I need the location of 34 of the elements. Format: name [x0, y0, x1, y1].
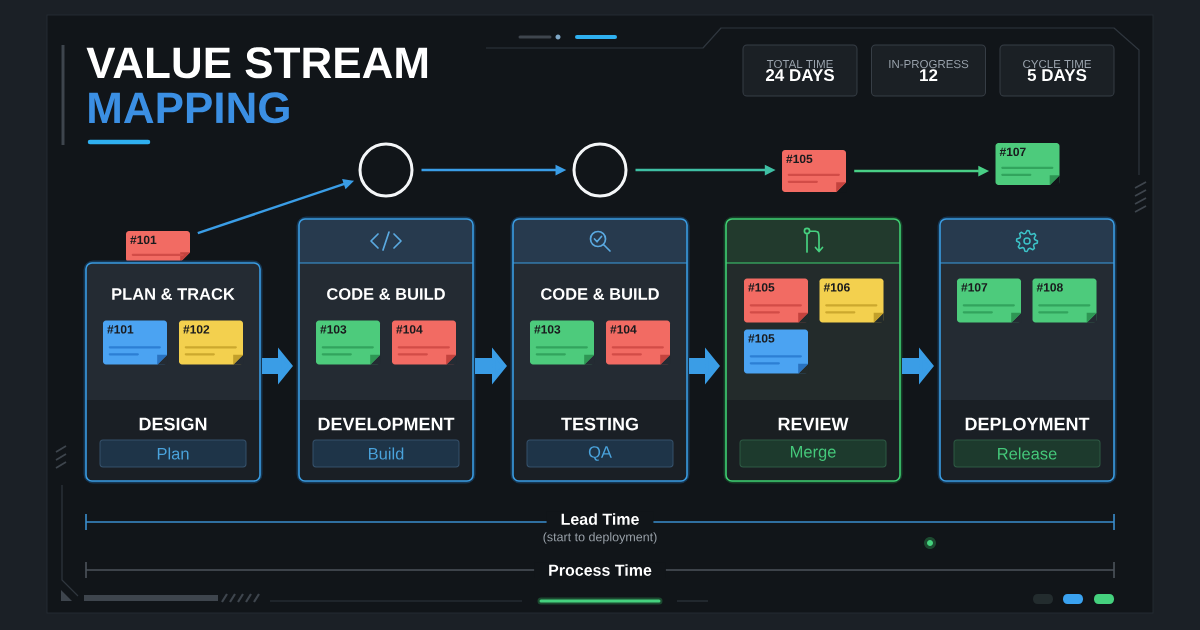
sticky-note: #104 — [392, 320, 457, 365]
stage-tag: Build — [312, 439, 460, 468]
metric-box: CYCLE TIME 5 DAYS — [999, 44, 1115, 97]
sticky-note: #101 — [103, 320, 168, 365]
sticky-note: #108 — [1032, 278, 1097, 323]
node-label: CODE & BUILD — [541, 288, 659, 300]
circle — [572, 142, 628, 198]
sticky-note: #101 — [126, 231, 191, 263]
dimension-label: Process Time — [534, 562, 666, 578]
stage-tag: Release — [953, 439, 1101, 468]
dimension-note: (start to deployment) — [543, 532, 657, 544]
sticky-note: #106 — [819, 278, 884, 323]
sticky-note: #103 — [316, 320, 381, 365]
sticky-note: #103 — [530, 320, 595, 365]
node-label: PLAN & TRACK — [112, 288, 235, 300]
circle — [358, 142, 414, 198]
sticky-note: #105 — [744, 278, 809, 323]
stage-tag: QA — [526, 439, 674, 468]
node-label: CODE & BUILD — [327, 288, 445, 300]
sticky-note: #107 — [995, 143, 1060, 186]
node-label: DESIGN — [139, 417, 207, 431]
sticky-note: #102 — [179, 320, 244, 365]
stage-tag: Plan — [99, 439, 247, 468]
metric-box: IN-PROGRESS 12 — [871, 44, 986, 97]
sticky-note: #105 — [782, 150, 847, 193]
title: VALUE STREAM MAPPING — [86, 47, 428, 124]
sticky-note: #104 — [606, 320, 671, 365]
metric-box: TOTAL TIME 24 DAYS — [742, 44, 858, 97]
stage-tag: Merge — [739, 439, 887, 468]
dimension-label: Lead Time — [546, 511, 654, 527]
node-label: TESTING — [561, 417, 638, 431]
sticky-note: #107 — [957, 278, 1022, 323]
sticky-note: #105 — [744, 329, 809, 374]
node-label: DEVELOPMENT — [318, 417, 455, 431]
